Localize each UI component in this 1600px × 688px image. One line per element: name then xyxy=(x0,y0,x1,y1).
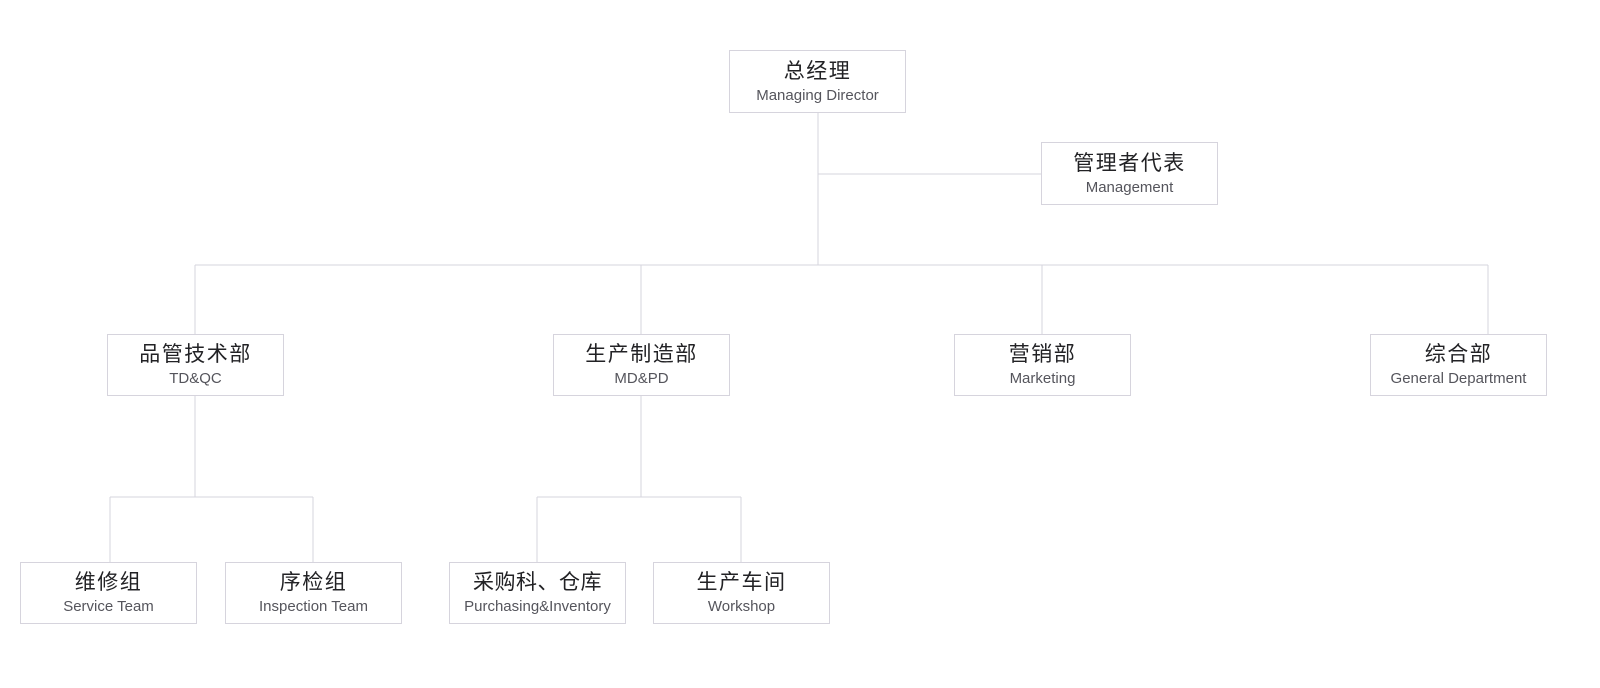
node-purchasing-inventory-cn: 采购科、仓库 xyxy=(473,571,602,594)
node-workshop[interactable]: 生产车间 Workshop xyxy=(653,562,830,624)
node-workshop-en: Workshop xyxy=(707,598,776,615)
node-service-team-en: Service Team xyxy=(63,598,154,615)
node-general-department[interactable]: 综合部 General Department xyxy=(1370,334,1547,396)
node-td-qc[interactable]: 品管技术部 TD&QC xyxy=(107,334,284,396)
node-td-qc-cn: 品管技术部 xyxy=(139,343,252,366)
node-inspection-team-cn: 序检组 xyxy=(279,571,348,594)
node-md-pd-cn: 生产制造部 xyxy=(585,343,698,366)
node-marketing-cn: 营销部 xyxy=(1008,343,1077,366)
node-management-representative[interactable]: 管理者代表 Management xyxy=(1041,142,1218,205)
node-service-team[interactable]: 维修组 Service Team xyxy=(20,562,197,624)
node-marketing[interactable]: 营销部 Marketing xyxy=(954,334,1131,396)
node-managing-director-cn: 总经理 xyxy=(783,59,852,83)
node-purchasing-inventory-en: Purchasing&Inventory xyxy=(464,598,611,615)
node-purchasing-inventory[interactable]: 采购科、仓库 Purchasing&Inventory xyxy=(449,562,626,624)
node-service-team-cn: 维修组 xyxy=(74,571,143,594)
node-md-pd[interactable]: 生产制造部 MD&PD xyxy=(553,334,730,396)
node-general-department-en: General Department xyxy=(1390,370,1527,387)
node-marketing-en: Marketing xyxy=(1009,370,1076,387)
node-td-qc-en: TD&QC xyxy=(169,370,222,387)
node-md-pd-en: MD&PD xyxy=(614,370,669,387)
node-inspection-team[interactable]: 序检组 Inspection Team xyxy=(225,562,402,624)
node-managing-director-en: Managing Director xyxy=(756,86,879,104)
node-inspection-team-en: Inspection Team xyxy=(259,598,368,615)
node-management-representative-en: Management xyxy=(1085,178,1174,196)
node-management-representative-cn: 管理者代表 xyxy=(1073,151,1186,175)
node-managing-director[interactable]: 总经理 Managing Director xyxy=(729,50,906,113)
node-general-department-cn: 综合部 xyxy=(1424,343,1493,366)
node-workshop-cn: 生产车间 xyxy=(696,571,787,594)
